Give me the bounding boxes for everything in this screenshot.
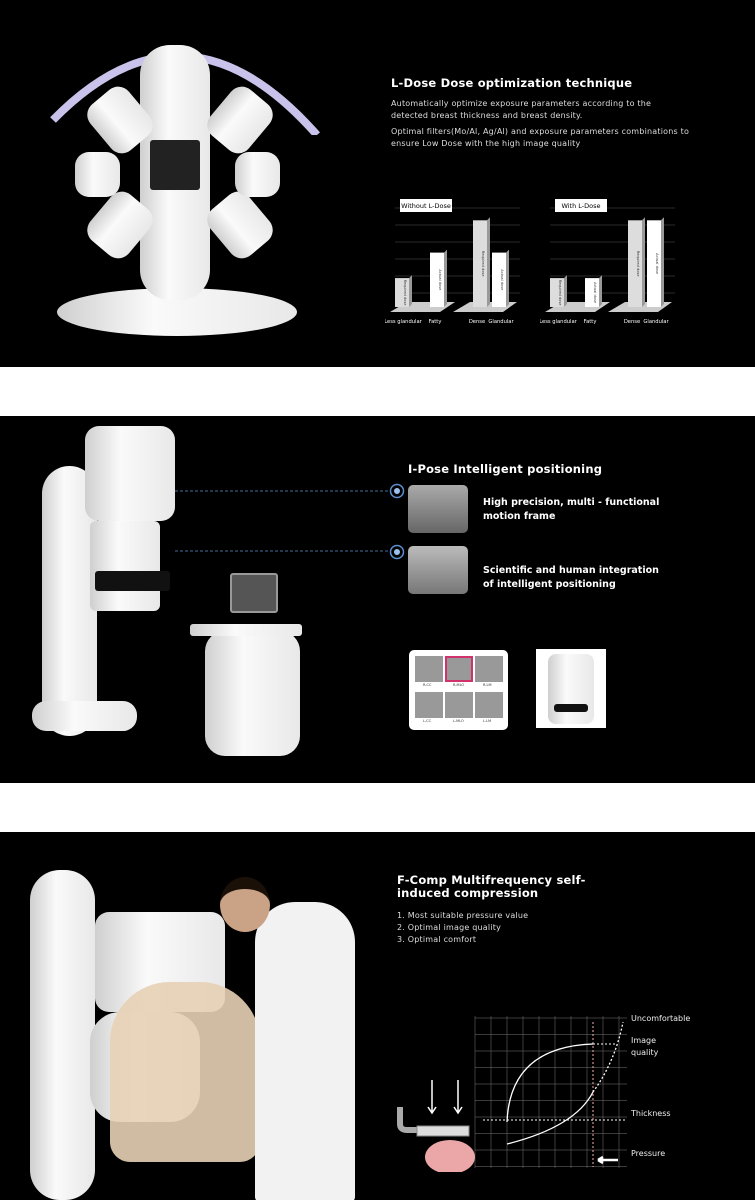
chart-title: Without L-Dose bbox=[401, 202, 451, 210]
thumb-label: R-LM bbox=[483, 683, 492, 687]
category-label: Fatty bbox=[429, 319, 442, 325]
compression-paddle-arm bbox=[397, 1107, 417, 1133]
thumb-label: R-CC bbox=[423, 683, 432, 687]
bar-side bbox=[599, 275, 602, 307]
workstation-monitor bbox=[230, 573, 278, 613]
bar bbox=[585, 278, 599, 307]
label-uncomfortable: Uncomfortable bbox=[631, 1014, 691, 1023]
label-image-quality: Image quality bbox=[631, 1036, 659, 1057]
ipose-panel: I-Pose Intelligent positioning High prec… bbox=[0, 416, 755, 783]
fcomp-item-1: 1. Most suitable pressure value bbox=[397, 911, 529, 920]
fcomp-panel: F-Comp Multifrequency self-induced compr… bbox=[0, 832, 755, 1200]
workstation-cart bbox=[205, 631, 300, 756]
category-label: Less glandular bbox=[385, 319, 423, 325]
bar bbox=[473, 220, 487, 307]
compression-arm bbox=[90, 521, 160, 611]
nurse-head bbox=[220, 877, 270, 932]
workstation-desk bbox=[190, 624, 302, 636]
bar-label: Actual dose bbox=[438, 269, 442, 291]
thickness-curve bbox=[506, 1091, 594, 1145]
bar-side bbox=[444, 249, 447, 307]
fcomp-title: F-Comp Multifrequency self-induced compr… bbox=[397, 873, 586, 900]
fcomp-item-3: 3. Optimal comfort bbox=[397, 935, 477, 944]
machine-base bbox=[32, 701, 137, 731]
position-thumb[interactable] bbox=[445, 692, 473, 718]
bar-label: Required dose bbox=[558, 280, 562, 306]
thumb-label: L-LM bbox=[483, 719, 492, 723]
label-pressure: Pressure bbox=[631, 1149, 666, 1158]
category-label: Glandular bbox=[488, 319, 514, 325]
ldose-title: L-Dose Dose optimization technique bbox=[391, 76, 633, 90]
position-thumb[interactable] bbox=[415, 692, 443, 718]
machine-column bbox=[30, 870, 95, 1200]
category-label: Dense bbox=[469, 319, 485, 325]
ldose-panel: L-Dose Dose optimization technique Autom… bbox=[0, 0, 755, 367]
callout-dot-icon bbox=[389, 544, 405, 560]
nurse-figure bbox=[255, 902, 355, 1200]
positioning-grid: R-CC R-MLO R-LM L-CC L-MLO L-LM bbox=[409, 650, 508, 730]
label-thickness: Thickness bbox=[631, 1109, 671, 1118]
legend-box bbox=[555, 199, 607, 212]
bar bbox=[550, 278, 564, 307]
callout-lines bbox=[175, 490, 390, 552]
bar-side bbox=[487, 217, 490, 307]
positioning-image bbox=[408, 546, 468, 594]
bar-label: Required dose bbox=[636, 251, 640, 277]
gantry-image bbox=[536, 649, 606, 728]
patient-figure bbox=[110, 982, 260, 1162]
position-thumb[interactable] bbox=[475, 692, 503, 718]
bar-label: Required dose bbox=[481, 251, 485, 277]
bar-label: Actual dose bbox=[500, 269, 504, 291]
bar bbox=[492, 252, 506, 307]
bar-side bbox=[642, 217, 645, 307]
arrow-down-icon bbox=[427, 1080, 463, 1115]
thumb-label: L-MLO bbox=[453, 719, 464, 723]
category-label: Glandular bbox=[643, 319, 669, 325]
breast-icon bbox=[425, 1140, 475, 1172]
machine-side-right bbox=[235, 152, 280, 197]
bar bbox=[647, 220, 661, 307]
position-thumb[interactable] bbox=[445, 656, 473, 682]
machine-arm-right-low bbox=[201, 185, 279, 265]
ipose-title: I-Pose Intelligent positioning bbox=[408, 462, 603, 476]
bar bbox=[395, 278, 409, 307]
position-thumb[interactable] bbox=[475, 656, 503, 682]
feature-2: Scientific and human integration of inte… bbox=[483, 565, 659, 590]
callout-dot-icon bbox=[389, 483, 405, 499]
bar bbox=[628, 220, 642, 307]
category-label: Fatty bbox=[584, 319, 597, 325]
arrow-left-icon bbox=[597, 1155, 618, 1165]
position-thumb[interactable] bbox=[415, 656, 443, 682]
compression-chart bbox=[397, 1016, 627, 1172]
fcomp-item-2: 2. Optimal image quality bbox=[397, 923, 501, 932]
bar-label: Required dose bbox=[403, 280, 407, 306]
chart-title: With L-Dose bbox=[561, 202, 600, 210]
detector bbox=[95, 571, 170, 591]
machine-head bbox=[85, 426, 175, 521]
legend-box bbox=[400, 199, 452, 212]
machine-side-left bbox=[75, 152, 120, 197]
motion-frame-image bbox=[408, 485, 468, 533]
bar bbox=[430, 252, 444, 307]
thumb-label: R-MLO bbox=[453, 683, 465, 687]
bar-side bbox=[661, 217, 664, 307]
thumb-label: L-CC bbox=[423, 719, 432, 723]
uncomfortable-curve bbox=[592, 1021, 624, 1093]
ldose-para1: Automatically optimize exposure paramete… bbox=[391, 99, 652, 120]
compression-paddle bbox=[416, 1125, 470, 1137]
feature-1: High precision, multi - functional motio… bbox=[483, 497, 660, 522]
bar-side bbox=[409, 275, 412, 307]
bar-side bbox=[506, 249, 509, 307]
detector bbox=[150, 140, 200, 190]
bar-side bbox=[564, 275, 567, 307]
ldose-para2: Optimal filters(Mo/Al, Ag/Al) and exposu… bbox=[391, 127, 690, 148]
category-label: Less glandular bbox=[540, 319, 578, 325]
category-label: Dense bbox=[624, 319, 640, 325]
image-quality-curve bbox=[506, 1043, 594, 1123]
bar-label: Actual dose bbox=[655, 253, 659, 275]
bar-label: Actual dose bbox=[593, 282, 597, 304]
